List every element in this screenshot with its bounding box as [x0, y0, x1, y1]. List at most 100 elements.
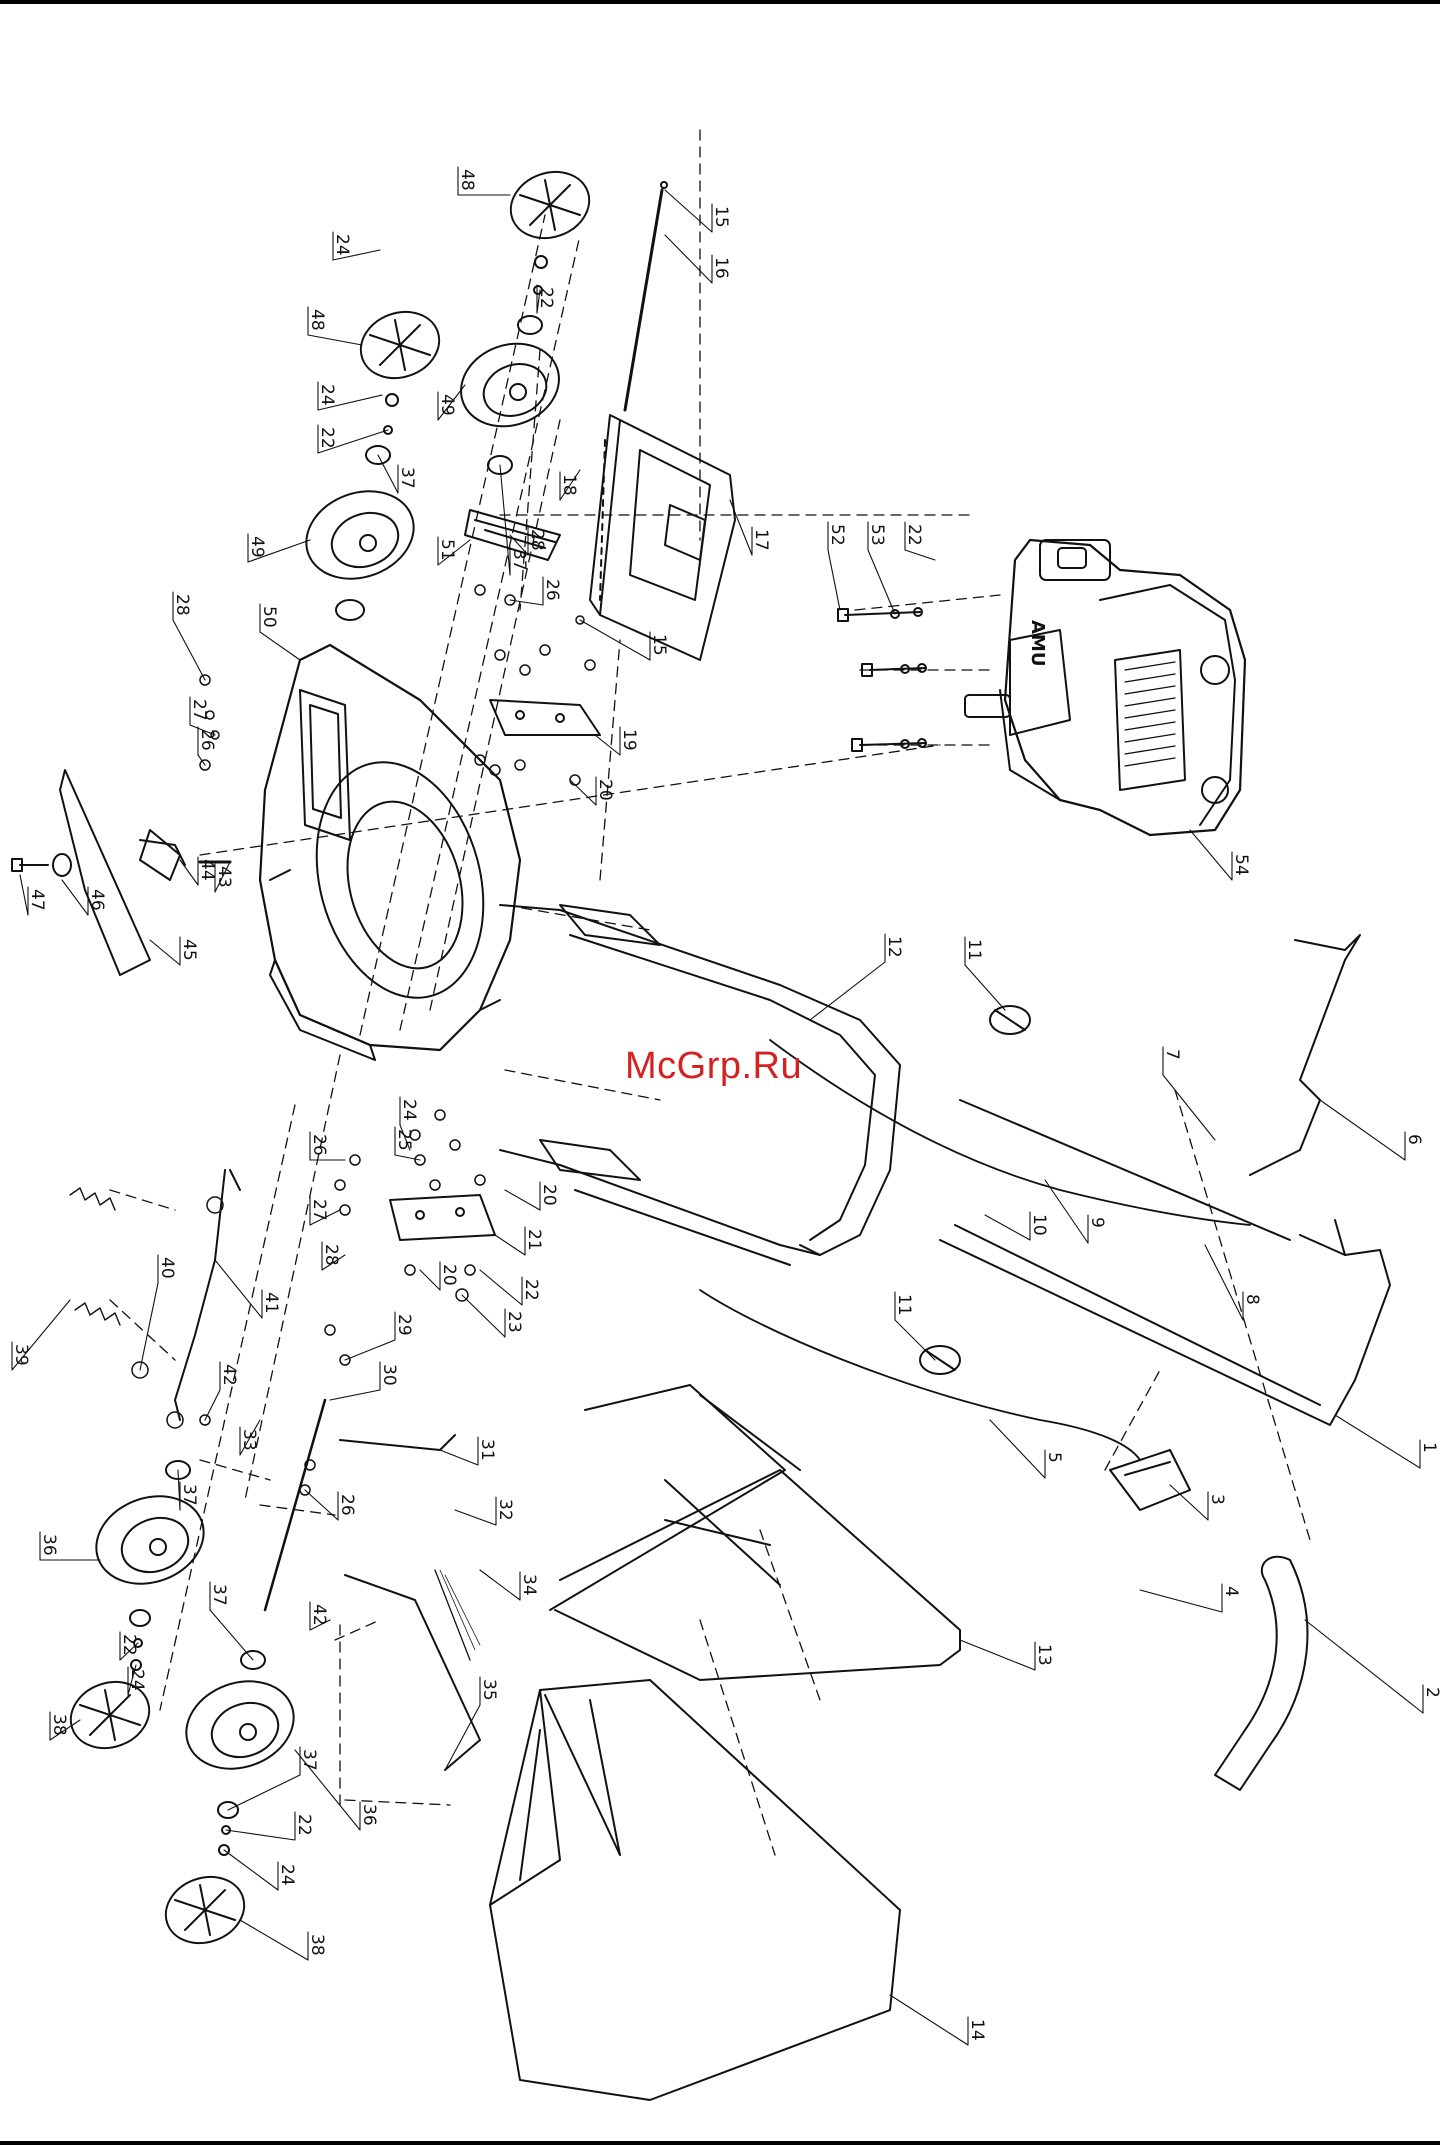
callout-leader-1: [1335, 1415, 1420, 1468]
throttle-cable: [700, 1290, 1140, 1460]
front-wheel-lower: [174, 1667, 306, 1784]
callout-label-40: 40: [157, 1257, 177, 1279]
callout-label-42: 42: [309, 1604, 329, 1626]
callout-leader-22: [480, 1270, 522, 1305]
callout-label-22: 22: [536, 287, 556, 309]
callout-label-15: 15: [711, 206, 731, 228]
callout-leader-7: [1163, 1075, 1215, 1140]
callout-leader-40: [140, 1283, 158, 1370]
callout-label-37: 37: [299, 1749, 319, 1771]
callout-label-20: 20: [539, 1184, 559, 1206]
callout-leader-12: [810, 962, 885, 1020]
callout-label-34: 34: [519, 1574, 539, 1596]
callout-leader-35: [445, 1705, 480, 1770]
callout-label-11: 11: [894, 1294, 914, 1316]
callout-label-28: 28: [172, 594, 192, 616]
callout-label-23: 23: [504, 1311, 524, 1333]
callout-label-25: 25: [394, 1129, 414, 1151]
callout-leader-37: [210, 1610, 253, 1660]
rear-flap: [590, 415, 735, 660]
callout-leader-48: [308, 335, 362, 345]
callout-leader-41: [215, 1260, 262, 1318]
callout-leader-37: [228, 1775, 300, 1810]
callout-label-53: 53: [867, 524, 887, 546]
engine-bolts: [838, 608, 926, 751]
callout-leader-29: [345, 1340, 395, 1360]
handle-knobs: [920, 1006, 1030, 1374]
callout-label-38: 38: [307, 1934, 327, 1956]
callout-leader-5: [990, 1420, 1045, 1478]
callout-leader-14: [890, 1995, 968, 2045]
bail-lever: [1250, 935, 1360, 1175]
callout-leader-42: [205, 1390, 220, 1420]
callout-leader-13: [960, 1640, 1035, 1670]
rear-axle-rod: [625, 182, 667, 410]
callout-label-24: 24: [317, 384, 337, 406]
callout-leader-53: [868, 550, 895, 614]
callout-label-49: 49: [247, 536, 267, 558]
callout-leader-22: [226, 1830, 295, 1840]
callout-label-3: 3: [1207, 1494, 1227, 1505]
callout-leader-6: [1320, 1100, 1405, 1160]
callout-label-24: 24: [332, 234, 352, 256]
callout-leader-20: [570, 780, 596, 805]
callout-leader-4: [1140, 1590, 1222, 1612]
callout-leader-20: [505, 1190, 540, 1210]
callout-label-22: 22: [521, 1279, 541, 1301]
height-lever: [340, 1435, 480, 1770]
callout-label-27: 27: [309, 1199, 329, 1221]
callout-label-51: 51: [437, 539, 457, 561]
fasteners: [132, 585, 595, 1495]
callout-label-29: 29: [394, 1314, 414, 1336]
callout-label-7: 7: [1162, 1049, 1182, 1060]
callout-label-22: 22: [317, 427, 337, 449]
callout-label-12: 12: [884, 936, 904, 958]
callout-label-45: 45: [179, 939, 199, 961]
throttle-control: [1110, 1450, 1190, 1510]
callout-leader-16: [665, 235, 712, 283]
callout-leader-11: [895, 1320, 935, 1360]
callout-leader-15: [665, 190, 712, 232]
callout-leader-47: [20, 875, 28, 915]
watermark: McGrp.Ru: [625, 1045, 802, 1088]
callout-leader-2: [1305, 1620, 1423, 1713]
callout-label-22: 22: [119, 1634, 139, 1656]
callout-label-27: 27: [189, 699, 209, 721]
rear-mount-plate: [490, 700, 600, 735]
callout-label-26: 26: [542, 579, 562, 601]
callout-label-48: 48: [307, 309, 327, 331]
callout-label-24: 24: [277, 1864, 297, 1886]
engine-badge: AMU: [1027, 620, 1048, 666]
callout-leader-34: [480, 1570, 520, 1600]
callout-label-19: 19: [619, 729, 639, 751]
callout-label-10: 10: [1029, 1214, 1049, 1236]
callout-label-31: 31: [477, 1439, 497, 1461]
callout-label-17: 17: [751, 529, 771, 551]
rear-wheel-upper: [449, 330, 570, 439]
rear-wheel-lower: [294, 477, 426, 594]
callout-label-35: 35: [479, 1679, 499, 1701]
callout-label-42: 42: [219, 1364, 239, 1386]
engine-cooling-fins: [1125, 662, 1175, 766]
callout-label-48: 48: [457, 169, 477, 191]
callout-label-37: 37: [397, 467, 417, 489]
callout-leader-20: [420, 1270, 440, 1290]
callout-label-21: 21: [524, 1229, 544, 1251]
callout-label-2: 2: [1422, 1687, 1440, 1698]
callout-label-18: 18: [559, 474, 579, 496]
callout-label-13: 13: [1034, 1644, 1054, 1666]
callout-label-37: 37: [179, 1484, 199, 1506]
rear-hubcap-lower: [351, 301, 448, 389]
callout-label-24: 24: [127, 1669, 147, 1691]
callout-label-30: 30: [379, 1364, 399, 1386]
catcher-frame: [550, 1385, 960, 1680]
callout-label-32: 32: [495, 1499, 515, 1521]
callout-label-16: 16: [711, 257, 731, 279]
callout-leader-26: [305, 1490, 338, 1520]
mower-deck: [260, 645, 520, 1060]
callout-label-22: 22: [904, 524, 924, 546]
brake-cable: [770, 1040, 1250, 1225]
callout-label-15: 15: [649, 634, 669, 656]
callout-label-44: 44: [197, 859, 217, 881]
callout-label-9: 9: [1087, 1217, 1107, 1228]
